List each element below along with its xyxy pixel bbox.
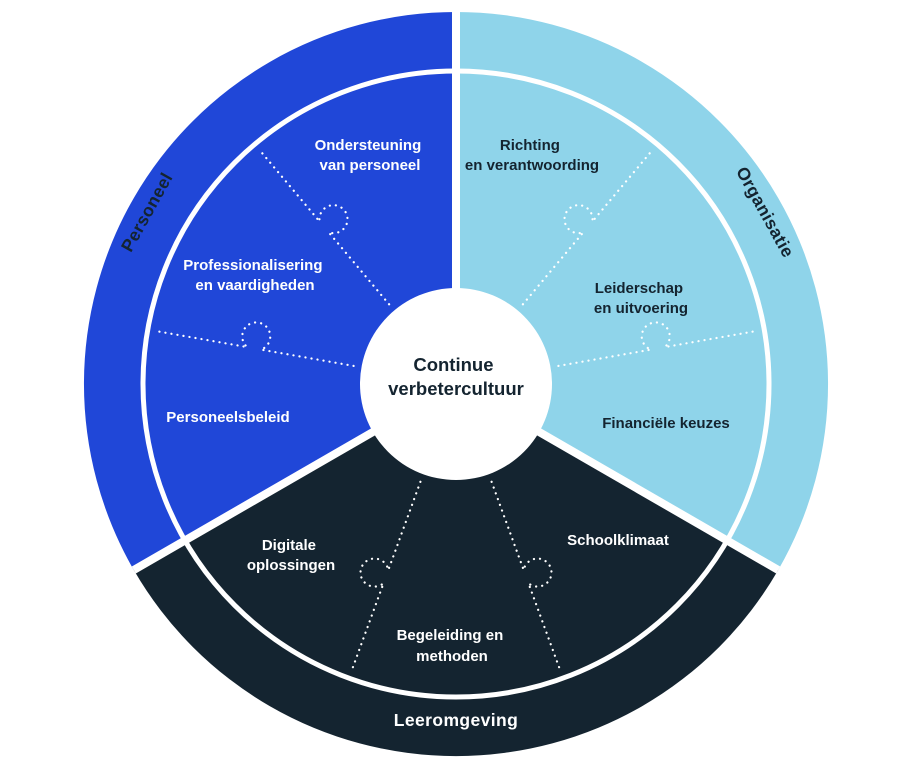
leeromgeving-items: Digitale oplossingen Begeleiding en meth… (247, 532, 669, 665)
item-leiderschap-line2: en uitvoering (594, 300, 688, 317)
sector-organisatie (456, 11, 829, 570)
item-digitale-line2: oplossingen (247, 557, 335, 574)
item-professionalisering-line2: en vaardigheden (195, 277, 314, 294)
item-richting: Richting en verantwoording (465, 137, 599, 174)
item-personeelsbeleid: Personeelsbeleid (166, 409, 289, 426)
puzzle-line-leiderschap-financiele (557, 321, 759, 367)
center-circle (360, 288, 552, 480)
puzzle-line-richting-leiderschap (521, 148, 654, 306)
item-schoolklimaat: Schoolklimaat (567, 532, 669, 549)
ring-divider-circle (140, 68, 772, 700)
item-richting-line1: Richting (500, 137, 560, 154)
item-financiele-keuzes: Financiële keuzes (602, 415, 730, 432)
item-professionalisering-line1: Professionalisering (183, 257, 322, 274)
item-digitale-line1: Digitale (262, 537, 316, 554)
item-digitale-oplossingen: Digitale oplossingen (247, 537, 335, 574)
item-ondersteuning: Ondersteuning van personeel (315, 137, 426, 174)
puzzle-line-begeleiding-digitale (350, 480, 422, 673)
center-title-line1: Continue (413, 354, 493, 375)
item-professionalisering: Professionalisering en vaardigheden (183, 257, 326, 294)
puzzle-dotted-lines (153, 148, 759, 673)
center-title: Continue verbetercultuur (388, 354, 524, 399)
personeel-items: Ondersteuning van personeel Professional… (166, 137, 426, 426)
organisatie-items: Richting en verantwoording Leiderschap e… (465, 137, 730, 432)
item-ondersteuning-line1: Ondersteuning (315, 137, 422, 154)
item-leiderschap: Leiderschap en uitvoering (594, 280, 688, 317)
item-begeleiding-line1: Begeleiding en (397, 627, 504, 644)
sector-personeel (83, 11, 457, 570)
item-leiderschap-line1: Leiderschap (595, 280, 683, 297)
item-begeleiding-line2: methoden (416, 648, 488, 665)
item-begeleiding: Begeleiding en methoden (397, 627, 508, 665)
item-richting-line2: en verantwoording (465, 157, 599, 174)
center-title-line2: verbetercultuur (388, 378, 524, 399)
ring-label-leeromgeving: Leeromgeving (394, 710, 518, 730)
puzzle-line-ondersteuning-professionalisering (258, 148, 391, 306)
puzzle-line-professionalisering-personeelsbeleid (153, 321, 355, 367)
puzzle-line-schoolklimaat-begeleiding (490, 480, 562, 673)
item-ondersteuning-line2: van personeel (320, 157, 421, 174)
